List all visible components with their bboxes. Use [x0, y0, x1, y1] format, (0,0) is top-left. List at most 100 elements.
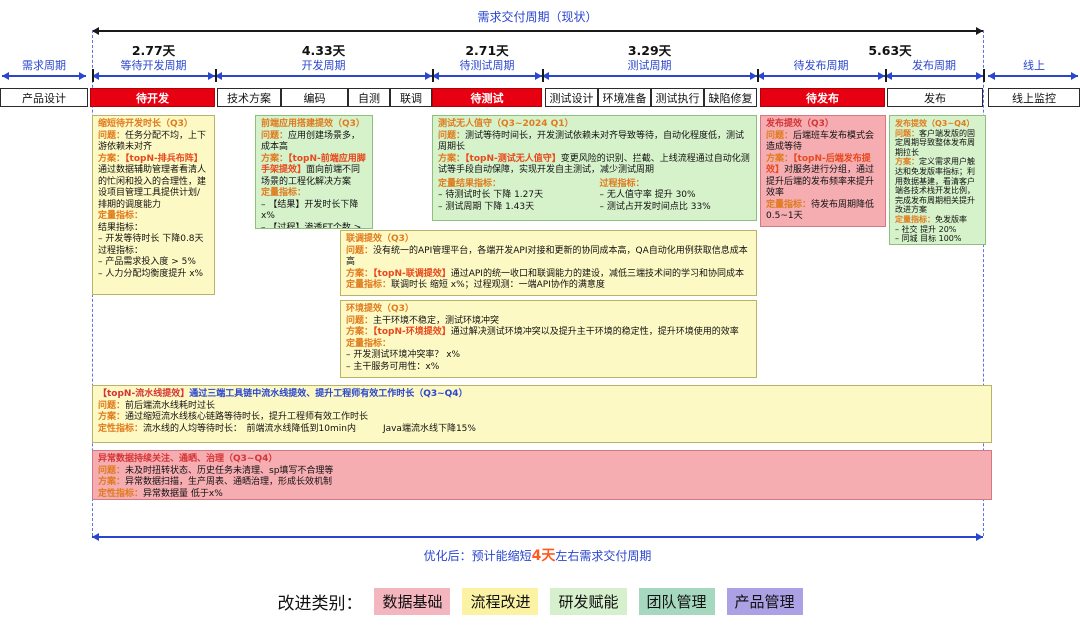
row-label: 定量指标： [895, 214, 935, 224]
label-wait-test-cycle: 待测试周期 [459, 59, 515, 72]
phase-test-design: 测试设计 [545, 88, 598, 107]
duration-dev: 4.33天 [301, 43, 346, 58]
label-wait-dev-cycle: 等待开发周期 [120, 59, 187, 72]
note-row: 定量指标：待发布周期降低 0.5~1天 [766, 200, 880, 223]
row-label: 方案： [98, 477, 126, 488]
note-row: 过程指标： [600, 179, 752, 191]
note-unattended-test: 测试无人值守（Q3~2024 Q1） 问题：测试等待时间长，开发测试依赖未对齐导… [432, 115, 757, 221]
note-row: – 测试周期 下降 1.43天 [438, 202, 590, 214]
phase-coding: 编码 [281, 88, 348, 107]
arrow-dev [215, 72, 432, 80]
note-row: 问题：没有统一的API管理平台，各端开发API对接和更新的协同成本高，QA自动化… [346, 246, 751, 269]
row-text: 没有统一的API管理平台，各端开发API对接和更新的协同成本高，QA自动化用例获… [346, 245, 748, 268]
note-row: 方案：定义需求用户触达和免发版率指标；利用数据基建，看清客户端各技术栈开发比例，… [895, 157, 980, 215]
row-label: 定量指标： [346, 280, 392, 291]
phase-defect-fix: 缺陷修复 [704, 88, 757, 107]
note-row: – 人力分配均衡度提升 x% [98, 269, 209, 281]
note-row: 问题：未及时扭转状态、历史任务未清理、sp填写不合理等 [98, 466, 986, 478]
note-row: 方案：异常数据扫描，生产周表、通晒治理，形成长效机制 [98, 477, 986, 489]
optimized-days: 4天 [531, 548, 556, 564]
note-pipeline: 【topN-流水线提效】通过三端工具链中流水线提效、提升工程师有效工作时长（Q3… [92, 385, 992, 443]
note-row: 方案：【topN-环境提效】通过解决测试环境冲突以及提升主干环境的稳定性，提升环… [346, 327, 751, 339]
note-title: 发布提效（Q3） [766, 119, 834, 129]
optimized-summary: 优化后：预计能缩短4天左右需求交付周期 [92, 545, 983, 565]
note-row: – 测试占开发时间点比 33% [600, 202, 752, 214]
note-row: 方案：【topN-排兵布阵】通过数据辅助管理者看清人的忙闲和投入的合理性，建设项… [98, 154, 209, 212]
note-row: – 待测试时长 下降 1.27天 [438, 190, 590, 202]
legend-caption: 改进类别： [277, 594, 363, 614]
row-highlight: 【topN-前端应用脚手架提效】 [261, 153, 366, 176]
row-label: 问题： [261, 130, 289, 141]
row-text: 联调时长 缩短 x%；过程观测：一端API协作的满意度 [391, 280, 605, 291]
arrow-demand-cycle [2, 72, 86, 80]
note-row: 定量指标：联调时长 缩短 x%；过程观测：一端API协作的满意度 [346, 280, 751, 292]
note-row: 方案：【topN-前端应用脚手架提效】面向前端不同场景的工程化解决方案 [261, 154, 367, 189]
note-row: 方案：【topN-测试无人值守】变更风险的识别、拦截、上线流程通过自动化测试等手… [438, 154, 751, 177]
note-row: 定性指标：异常数据量 低于x% [98, 489, 986, 499]
label-online: 线上 [1023, 59, 1045, 72]
note-row: – 【结果】开发时长下降 x% [261, 200, 367, 223]
note-row: – 开发测试环境冲突率？ x% [346, 350, 751, 362]
row-label: 问题： [98, 400, 126, 411]
note-row: – 主干服务可用性：x% [346, 362, 751, 374]
label-release-cycle: 发布周期 [912, 59, 956, 72]
row-text: – 无人值守率 提升 30% [599, 190, 696, 201]
row-label: 问题： [98, 130, 126, 141]
legend-chip-team-manage: 团队管理 [638, 588, 715, 615]
row-text: – 人力分配均衡度提升 x% [98, 268, 204, 279]
row-text: 通过数据辅助管理者看清人的忙闲和投入的合理性，建设项目管理工具提供计划/排期的调… [98, 165, 207, 210]
row-text: 异常数据扫描，生产周表、通晒治理，形成长效机制 [125, 477, 333, 488]
result-metrics: 定量结果指标： – 待测试时长 下降 1.27天 – 测试周期 下降 1.43天 [438, 179, 590, 214]
overall-cycle-arrow [92, 27, 983, 35]
arrow-release [885, 72, 983, 80]
row-text: 通过解决测试环境冲突以及提升主干环境的稳定性，提升环境使用的效率 [450, 327, 739, 338]
row-text: 前后端流水线耗时过长 [125, 400, 216, 411]
row-label: 问题： [895, 128, 919, 138]
note-row: – 产品需求投入度 > 5% [98, 257, 209, 269]
optimized-mid: 预计能缩短 [471, 549, 532, 563]
row-label: 定量指标： [766, 199, 812, 210]
duration-wait-test: 2.71天 [465, 43, 509, 58]
optimized-cycle-arrow [92, 533, 983, 541]
arrow-wait-test [432, 72, 542, 80]
row-text: 主干环境不稳定，测试环境冲突 [373, 315, 500, 326]
phase-joint-debug: 联调 [390, 88, 432, 107]
row-text: – 主干服务可用性：x% [346, 361, 440, 372]
row-text: – 测试周期 下降 1.43天 [438, 201, 535, 212]
note-row: 过程指标： [98, 246, 209, 258]
optimized-suffix: 左右需求交付周期 [555, 549, 652, 563]
row-label: 定量指标： [98, 211, 144, 222]
label-wait-release-cycle: 待发布周期 [793, 59, 849, 72]
tick-mark [215, 69, 217, 82]
row-highlight: 【topN-测试无人值守】 [465, 153, 561, 164]
note-row: 定量结果指标： [438, 179, 590, 191]
phase-wait-test: 待测试 [432, 88, 542, 107]
row-text: – 【结果】开发时长下降 x% [261, 199, 359, 222]
tick-mark [983, 69, 985, 82]
row-text: – 其他待定 [895, 244, 934, 245]
title-highlight: 【topN-流水线提效】 [98, 389, 190, 399]
phase-test-exec: 测试执行 [651, 88, 704, 107]
note-row: – 无人值守率 提升 30% [600, 190, 752, 202]
note-title: 测试无人值守（Q3~2024 Q1） [438, 119, 574, 129]
row-text: 后端班车发布模式会造成等待 [766, 130, 875, 153]
row-text: – 产品需求投入度 > 5% [98, 257, 196, 268]
row-label: 过程指标： [599, 178, 645, 189]
note-title: 联调提效（Q3） [346, 234, 414, 244]
row-text: 应用创建场景多，成本高 [261, 130, 361, 153]
note-backend-release: 发布提效（Q3） 问题：后端班车发布模式会造成等待 方案：【topN-后端发布提… [760, 115, 886, 227]
phase-wait-dev: 待开发 [90, 88, 215, 107]
row-highlight: 【topN-排兵布阵】 [125, 153, 203, 164]
note-row: 问题：应用创建场景多，成本高 [261, 131, 367, 154]
row-label: 问题： [346, 245, 374, 256]
note-env-efficiency: 环境提效（Q3） 问题：主干环境不稳定，测试环境冲突 方案：【topN-环境提效… [340, 300, 757, 378]
row-text: 任务分配不均，上下游依赖未对齐 [98, 130, 207, 153]
row-text: – 同城 目标 100% [895, 234, 962, 244]
row-highlight: 【topN-后端发布提效】 [766, 153, 871, 176]
diagram-title: 需求交付周期（现状） [477, 10, 598, 24]
note-fe-scaffold: 前端应用搭建提效（Q3） 问题：应用创建场景多，成本高 方案：【topN-前端应… [255, 115, 373, 229]
row-text: – 开发测试环境冲突率？ x% [346, 350, 461, 361]
phase-release: 发布 [887, 88, 983, 107]
phase-self-test: 自测 [348, 88, 390, 107]
